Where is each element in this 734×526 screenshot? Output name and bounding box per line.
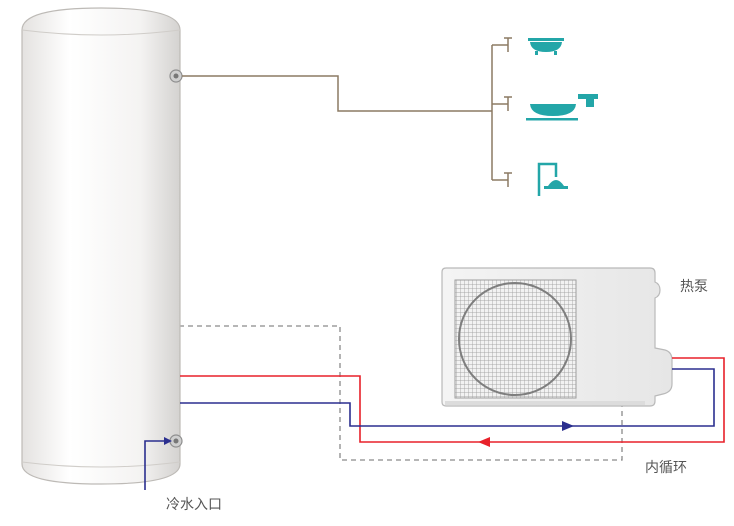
heat-pump-unit-icon xyxy=(441,267,673,407)
bathtub-icon xyxy=(528,38,564,55)
water-tank-icon xyxy=(21,7,183,485)
hot-pipe xyxy=(180,357,725,443)
flow-arrow-icon xyxy=(478,437,490,447)
flow-arrow-icon xyxy=(164,437,172,445)
wash-basin-icon xyxy=(526,94,598,121)
cold-water-inlet-label: 冷水入口 xyxy=(166,497,222,513)
flow-arrow-icon xyxy=(562,421,574,431)
inner-loop-label: 内循环 xyxy=(645,460,687,476)
heat-pump-label: 热泵 xyxy=(680,279,708,295)
cold-inlet-pipe xyxy=(144,440,166,490)
cold-pipe xyxy=(180,368,715,427)
outlet-pipe xyxy=(182,37,512,187)
shower-icon xyxy=(537,162,568,196)
